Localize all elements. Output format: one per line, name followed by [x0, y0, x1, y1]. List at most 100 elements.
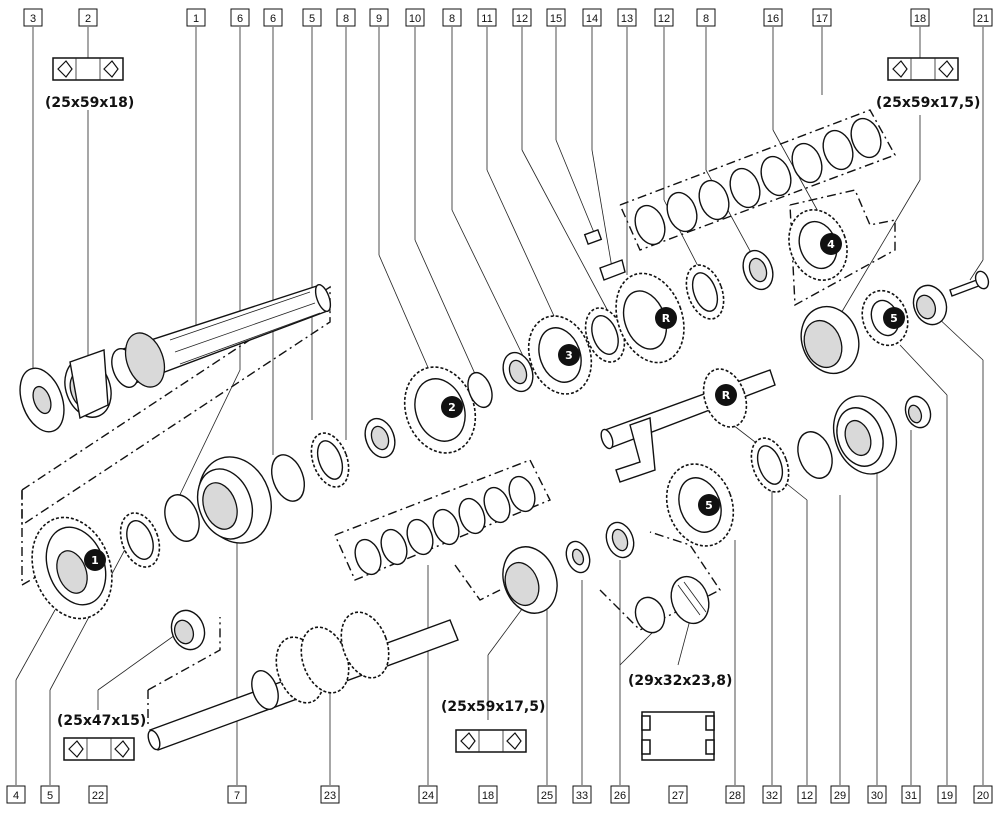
callout-top-label: 16 [767, 13, 779, 25]
callout-bottom-label: 30 [871, 790, 883, 802]
circlip-6-left [164, 494, 200, 542]
callout-bottom-label: 7 [234, 790, 240, 802]
callout-bottom-33-8: 33 [572, 785, 592, 804]
bearing-25 [502, 546, 558, 614]
svg-text:5: 5 [705, 499, 713, 512]
callout-top-13-14: 13 [617, 8, 637, 27]
bearing-2 [64, 349, 112, 420]
needle-bearing-8b [502, 351, 534, 393]
callout-top-15-12: 15 [546, 8, 566, 27]
callout-top-label: 11 [481, 13, 492, 25]
bearing-30 [832, 395, 898, 475]
shim-stack-17 [634, 117, 882, 246]
callout-bottom-label: 32 [766, 790, 778, 802]
svg-text:1: 1 [91, 554, 99, 567]
callout-bottom-label: 27 [672, 790, 684, 802]
callout-bottom-label: 20 [977, 790, 989, 802]
dim-needle-cage: (29x32x23,8) [628, 673, 732, 689]
callout-top-14-13: 14 [582, 8, 602, 27]
dim-bearing-b: (25x59x17,5) [876, 95, 980, 111]
callout-bottom-29-14: 29 [830, 785, 850, 804]
callout-bottom-label: 26 [614, 790, 626, 802]
callout-top-21-20: 21 [973, 8, 993, 27]
callout-bottom-label: 4 [13, 790, 19, 802]
bearing-7 [196, 456, 272, 544]
callout-top-16-17: 16 [763, 8, 783, 27]
callout-top-label: 12 [516, 13, 528, 25]
callout-top-label: 1 [193, 13, 199, 25]
input-shaft-1 [111, 283, 332, 388]
key-15 [583, 229, 603, 245]
svg-text:3: 3 [565, 349, 573, 362]
bush-31 [904, 395, 932, 429]
callout-bottom-label: 18 [482, 790, 494, 802]
callout-bottom-22-2: 22 [88, 785, 108, 804]
svg-text:5: 5 [890, 312, 898, 325]
gear-badge-fifth-lower: 5 [698, 494, 720, 516]
callout-top-label: 13 [621, 13, 633, 25]
gear-badge-fifth-upper: 5 [883, 307, 905, 329]
callout-top-label: 8 [343, 13, 349, 25]
synchro-ring-12b [685, 264, 725, 320]
ring-20 [912, 284, 948, 326]
callout-bottom-12-13: 12 [797, 785, 817, 804]
gear-badge-fourth: 4 [820, 233, 842, 255]
gear-badge-second: 2 [441, 396, 463, 418]
callout-top-3-0: 3 [23, 8, 43, 27]
callout-bottom-label: 22 [92, 790, 104, 802]
callout-top-label: 9 [376, 13, 382, 25]
output-shaft-23 [147, 611, 459, 751]
callout-bottom-5-1: 5 [40, 785, 60, 804]
bearing-22 [170, 609, 206, 651]
callout-top-label: 6 [237, 13, 243, 25]
callout-bottom-19-17: 19 [937, 785, 957, 804]
needle-bearing-8a [364, 417, 396, 459]
shim-stack-24 [354, 475, 536, 576]
gear-9-second [403, 366, 477, 454]
callout-top-6-4: 6 [263, 8, 283, 27]
callout-top-6-3: 6 [230, 8, 250, 27]
callout-top-label: 12 [658, 13, 670, 25]
gear-4-first [31, 516, 113, 620]
callout-top-label: 21 [977, 13, 989, 25]
reverse-shaft-32 [600, 368, 776, 483]
synchro-ring-12a [584, 307, 626, 363]
ring-26 [605, 521, 635, 559]
callout-bottom-label: 23 [324, 790, 336, 802]
callout-top-label: 14 [586, 13, 598, 25]
bearing-18-upper [800, 305, 860, 375]
svg-text:2: 2 [448, 401, 456, 414]
needle-bearing-8c [742, 249, 774, 291]
callout-top-18-19: 18 [910, 8, 930, 27]
callout-top-12-11: 12 [512, 8, 532, 27]
callout-top-8-6: 8 [336, 8, 356, 27]
gear-badge-third: 3 [558, 344, 580, 366]
gear-16-fourth [788, 209, 848, 281]
callout-top-label: 8 [449, 13, 455, 25]
callout-top-8-16: 8 [696, 8, 716, 27]
dim-bearing-a: (25x59x18) [45, 95, 134, 111]
callout-top-12-15: 12 [654, 8, 674, 27]
bearing-symbol-icon-bottom-left [63, 737, 135, 761]
callout-top-label: 3 [30, 13, 36, 25]
callout-top-label: 6 [270, 13, 276, 25]
callout-bottom-24-5: 24 [418, 785, 438, 804]
callout-top-label: 15 [550, 13, 562, 25]
callout-top-label: 18 [914, 13, 926, 25]
needle-roller-icon [641, 711, 715, 761]
ring-10 [467, 371, 493, 409]
spring-14 [599, 259, 626, 281]
callout-top-9-7: 9 [369, 8, 389, 27]
callout-top-1-2: 1 [186, 8, 206, 27]
callout-bottom-23-4: 23 [320, 785, 340, 804]
callout-bottom-7-3: 7 [227, 785, 247, 804]
callout-bottom-label: 29 [834, 790, 846, 802]
circlip-29 [797, 431, 833, 479]
callout-bottom-label: 19 [941, 790, 953, 802]
callout-top-label: 8 [703, 13, 709, 25]
callout-bottom-label: 31 [905, 790, 917, 802]
callout-bottom-31-16: 31 [901, 785, 921, 804]
cover-plate-3 [19, 367, 65, 433]
bearing-symbol-icon-bottom-mid [455, 729, 527, 753]
synchro-ring-5 [119, 512, 161, 568]
